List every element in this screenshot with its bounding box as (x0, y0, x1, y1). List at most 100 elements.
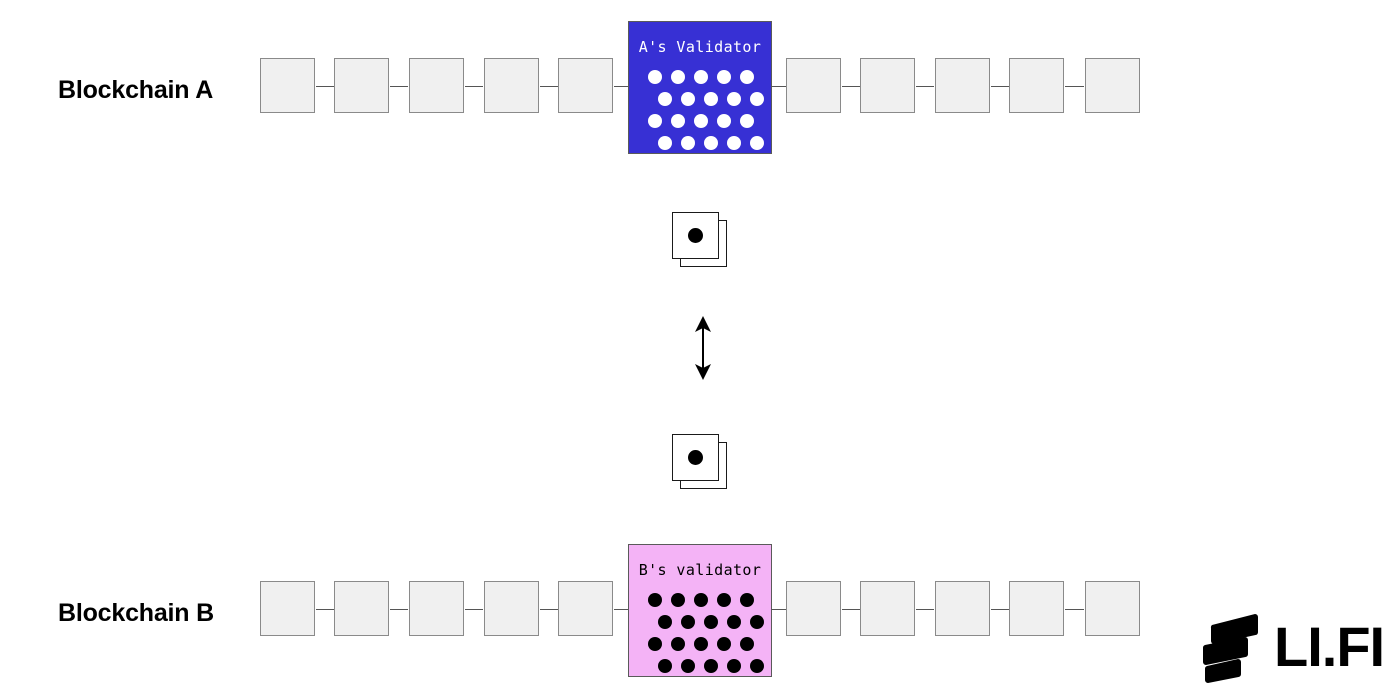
chain-a-block-10 (1085, 58, 1140, 113)
validator-dot (648, 69, 662, 84)
validator-dot (727, 614, 741, 629)
validator-dot (740, 113, 754, 128)
validator-dot (727, 658, 741, 673)
li-fi-logo: LI.FI (1198, 606, 1398, 688)
validator-dot (694, 636, 708, 651)
chain-b-connector-1 (316, 609, 334, 610)
validator-dot (704, 91, 718, 106)
blockchain-a-label: Blockchain A (58, 76, 214, 104)
chain-b-connector-9 (991, 609, 1009, 610)
validator-dot (694, 592, 708, 607)
validator-dot (704, 614, 718, 629)
chain-a-block-9 (1009, 58, 1064, 113)
validator-a-dot-row-1 (629, 66, 792, 87)
blockchain-b-label: Blockchain B (58, 599, 214, 627)
chain-a-block-5 (558, 58, 613, 113)
validator-dot (750, 614, 764, 629)
validator-a-dot-row-4 (629, 132, 802, 153)
card-front (672, 212, 719, 259)
validator-dot (750, 91, 764, 106)
message-card-stack-from-a[interactable] (672, 212, 728, 268)
validator-a-dot-row-3 (629, 110, 792, 131)
chain-b-block-7 (860, 581, 915, 636)
chain-b-block-4 (484, 581, 539, 636)
chain-b-block-2 (334, 581, 389, 636)
card-dot-icon (688, 450, 703, 465)
validator-dot (694, 113, 708, 128)
validator-dot (658, 135, 672, 150)
chain-b-connector-2 (390, 609, 408, 610)
chain-a-connector-9 (991, 86, 1009, 87)
chain-b-block-3 (409, 581, 464, 636)
validator-b-dot-row-2 (629, 611, 802, 632)
chain-b-connector-3 (465, 609, 483, 610)
chain-b-connector-7 (842, 609, 860, 610)
chain-b-connector-4 (540, 609, 558, 610)
chain-b-block-10 (1085, 581, 1140, 636)
chain-b-block-9 (1009, 581, 1064, 636)
validator-dot (694, 69, 708, 84)
validator-dot (658, 614, 672, 629)
chain-a-connector-10 (1065, 86, 1084, 87)
chain-a-block-2 (334, 58, 389, 113)
chain-a-block-6 (786, 58, 841, 113)
blockchain-a-row: Blockchain A A's Validator (0, 10, 1400, 170)
chain-a-connector-6 (771, 86, 786, 87)
chain-a-connector-8 (916, 86, 934, 87)
validator-dot (750, 658, 764, 673)
validator-dot (681, 614, 695, 629)
validator-dot (671, 592, 685, 607)
validator-dot (658, 658, 672, 673)
message-card-stack-from-b[interactable] (672, 434, 728, 490)
chain-a-connector-4 (540, 86, 558, 87)
validator-dot (740, 636, 754, 651)
li-fi-logo-mark (1202, 614, 1259, 683)
card-dot-icon (688, 228, 703, 243)
validator-dot (717, 69, 731, 84)
chain-a-connector-1 (316, 86, 334, 87)
blockchain-b-row: Blockchain B B's validator (0, 533, 1400, 693)
validator-a-title: A's Validator (638, 38, 762, 56)
validator-dot (727, 135, 741, 150)
validator-b-dot-row-1 (629, 589, 792, 610)
validator-dot (671, 113, 685, 128)
validator-dot (740, 69, 754, 84)
chain-a-connector-7 (842, 86, 860, 87)
validator-dot (717, 592, 731, 607)
chain-b-connector-10 (1065, 609, 1084, 610)
chain-a-block-7 (860, 58, 915, 113)
validator-b-dot-row-4 (629, 655, 802, 676)
validator-b-dot-grid (629, 589, 773, 675)
validator-a-dot-grid (629, 66, 773, 152)
validator-dot (648, 592, 662, 607)
validator-dot (727, 91, 741, 106)
chain-b-block-5 (558, 581, 613, 636)
chain-b-connector-5 (614, 609, 630, 610)
validator-b[interactable]: B's validator (628, 544, 772, 677)
validator-b-title: B's validator (638, 561, 762, 579)
chain-b-connector-6 (771, 609, 786, 610)
card-front (672, 434, 719, 481)
validator-dot (704, 135, 718, 150)
chain-b-block-1 (260, 581, 315, 636)
bidirectional-arrow (695, 316, 711, 380)
validator-dot (681, 658, 695, 673)
validator-dot (658, 91, 672, 106)
validator-dot (740, 592, 754, 607)
validator-dot (717, 636, 731, 651)
chain-b-block-6 (786, 581, 841, 636)
chain-a-connector-5 (614, 86, 630, 87)
chain-a-block-1 (260, 58, 315, 113)
chain-b-connector-8 (916, 609, 934, 610)
validator-dot (681, 135, 695, 150)
chain-a-connector-2 (390, 86, 408, 87)
chain-a-block-4 (484, 58, 539, 113)
validator-b-dot-row-3 (629, 633, 792, 654)
chain-a-connector-3 (465, 86, 483, 87)
validator-dot (681, 91, 695, 106)
validator-dot (648, 636, 662, 651)
validator-a[interactable]: A's Validator (628, 21, 772, 154)
validator-dot (671, 69, 685, 84)
validator-dot (671, 636, 685, 651)
